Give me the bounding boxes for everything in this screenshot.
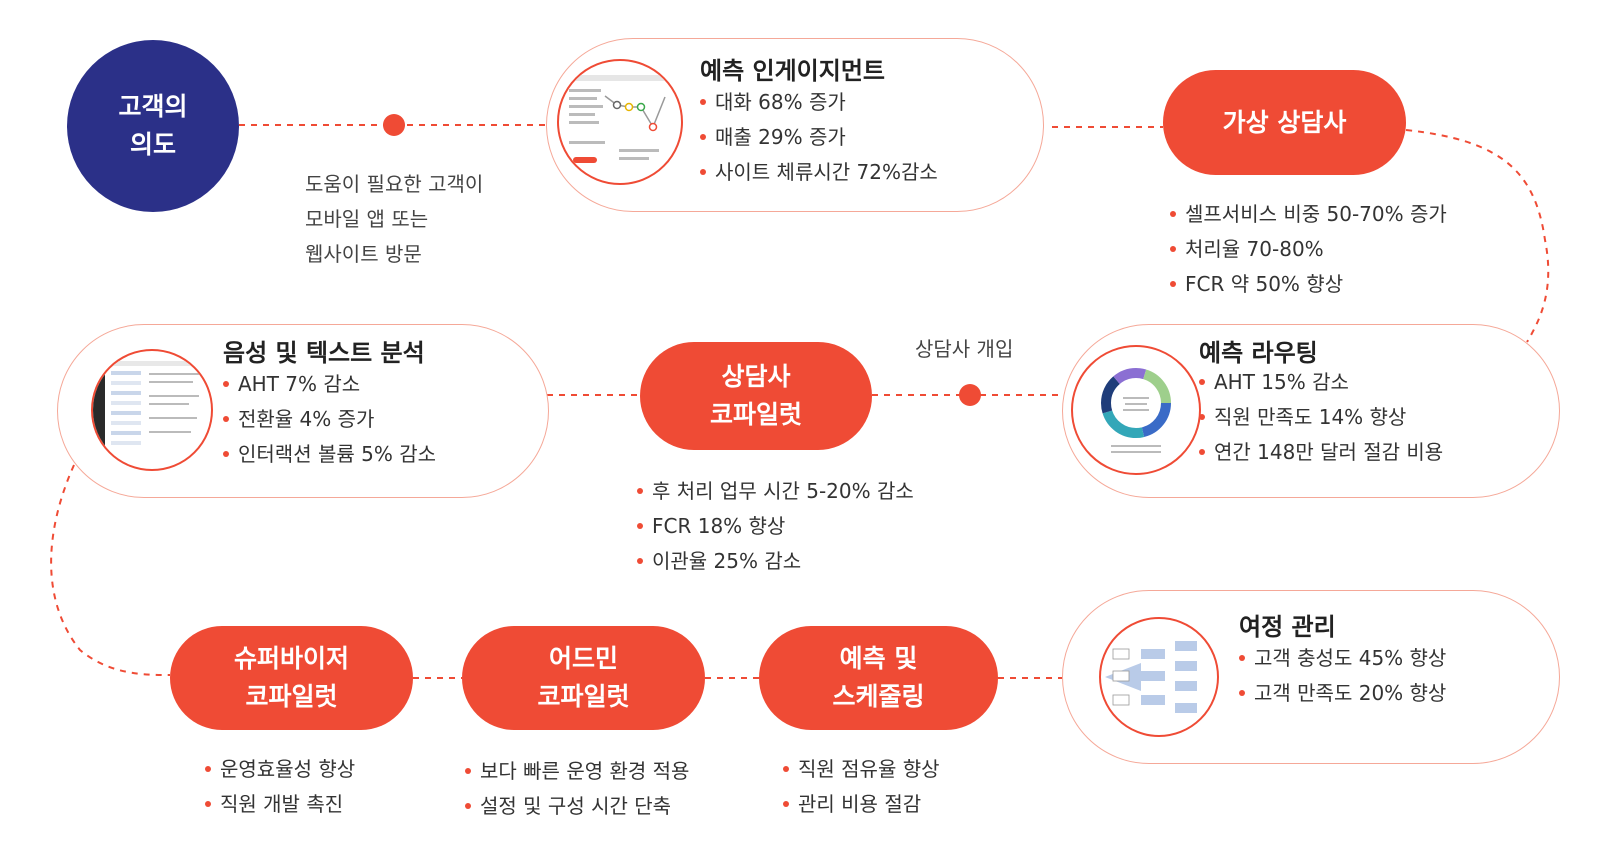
- supervisor-copilot-bullets: 운영효율성 향상 직원 개발 촉진: [205, 752, 355, 822]
- journey-management-title: 여정 관리: [1239, 613, 1336, 641]
- visit-description: 도움이 필요한 고객이 모바일 앱 또는 웹사이트 방문: [305, 172, 484, 266]
- journey-management-card: 여정 관리 고객 충성도 45% 향상 고객 만족도 20% 향상: [1062, 590, 1560, 764]
- agent-intervention-label: 상담사 개입: [915, 337, 1014, 361]
- list-item: 셀프서비스 비중 50-70% 증가: [1170, 197, 1447, 232]
- list-item: FCR 18% 향상: [637, 509, 914, 544]
- list-item: 운영효율성 향상: [205, 752, 355, 787]
- predictive-routing-card: 예측 라우팅 AHT 15% 감소 직원 만족도 14% 향상 연간 148만 …: [1062, 324, 1560, 498]
- list-item: 직원 만족도 14% 향상: [1199, 400, 1443, 435]
- customer-intent-circle: 고객의 의도: [67, 40, 239, 212]
- list-item: 직원 점유율 향상: [783, 752, 940, 787]
- predictive-engagement-bullets: 대화 68% 증가 매출 29% 증가 사이트 체류시간 72%감소: [700, 85, 938, 190]
- connector-virtual-routing: [1405, 129, 1550, 343]
- connector-dot-visit: [383, 114, 405, 136]
- predictive-routing-title: 예측 라우팅: [1199, 339, 1318, 367]
- analytics-screenshot-thumbnail: [91, 349, 213, 471]
- list-item: 후 처리 업무 시간 5-20% 감소: [637, 474, 914, 509]
- connector-speech-supervisor: [50, 464, 171, 676]
- speech-analytics-card: 음성 및 텍스트 분석 AHT 7% 감소 전환율 4% 증가 인터랙션 볼륨 …: [57, 324, 549, 498]
- predictive-engagement-title: 예측 인게이지먼트: [700, 57, 885, 85]
- list-item: 관리 비용 절감: [783, 787, 940, 822]
- virtual-agent-bullets: 셀프서비스 비중 50-70% 증가 처리율 70-80% FCR 약 50% …: [1170, 197, 1447, 302]
- admin-copilot-bullets: 보다 빠른 운영 환경 적용 설정 및 구성 시간 단축: [465, 754, 689, 824]
- list-item: AHT 7% 감소: [223, 367, 436, 402]
- engagement-screenshot-thumbnail: [557, 59, 683, 185]
- list-item: 연간 148만 달러 절감 비용: [1199, 435, 1443, 470]
- list-item: 고객 만족도 20% 향상: [1239, 676, 1446, 711]
- journey-flow-thumbnail: [1099, 617, 1219, 737]
- list-item: FCR 약 50% 향상: [1170, 267, 1447, 302]
- list-item: AHT 15% 감소: [1199, 365, 1443, 400]
- forecast-scheduling-bullets: 직원 점유율 향상 관리 비용 절감: [783, 752, 940, 822]
- agent-copilot-pill: 상담사 코파일럿: [640, 342, 872, 450]
- supervisor-copilot-pill: 슈퍼바이저 코파일럿: [170, 626, 413, 730]
- list-item: 보다 빠른 운영 환경 적용: [465, 754, 689, 789]
- speech-analytics-title: 음성 및 텍스트 분석: [223, 339, 425, 367]
- list-item: 처리율 70-80%: [1170, 232, 1447, 267]
- virtual-agent-pill: 가상 상담사: [1163, 70, 1406, 175]
- routing-chart-thumbnail: [1071, 345, 1201, 475]
- predictive-engagement-card: 예측 인게이지먼트 대화 68% 증가 매출 29% 증가 사이트 체류시간 7…: [546, 38, 1044, 212]
- list-item: 대화 68% 증가: [700, 85, 938, 120]
- list-item: 전환율 4% 증가: [223, 402, 436, 437]
- list-item: 매출 29% 증가: [700, 120, 938, 155]
- admin-copilot-pill: 어드민 코파일럿: [462, 626, 705, 730]
- list-item: 사이트 체류시간 72%감소: [700, 155, 938, 190]
- list-item: 이관율 25% 감소: [637, 544, 914, 579]
- list-item: 직원 개발 촉진: [205, 787, 355, 822]
- forecast-scheduling-pill: 예측 및 스케줄링: [759, 626, 998, 730]
- list-item: 고객 충성도 45% 향상: [1239, 641, 1446, 676]
- predictive-routing-bullets: AHT 15% 감소 직원 만족도 14% 향상 연간 148만 달러 절감 비…: [1199, 365, 1443, 470]
- list-item: 설정 및 구성 시간 단축: [465, 789, 689, 824]
- agent-copilot-bullets: 후 처리 업무 시간 5-20% 감소 FCR 18% 향상 이관율 25% 감…: [637, 474, 914, 579]
- list-item: 인터랙션 볼륨 5% 감소: [223, 437, 436, 472]
- journey-management-bullets: 고객 충성도 45% 향상 고객 만족도 20% 향상: [1239, 641, 1446, 711]
- connector-dot-intervention: [959, 384, 981, 406]
- speech-analytics-bullets: AHT 7% 감소 전환율 4% 증가 인터랙션 볼륨 5% 감소: [223, 367, 436, 472]
